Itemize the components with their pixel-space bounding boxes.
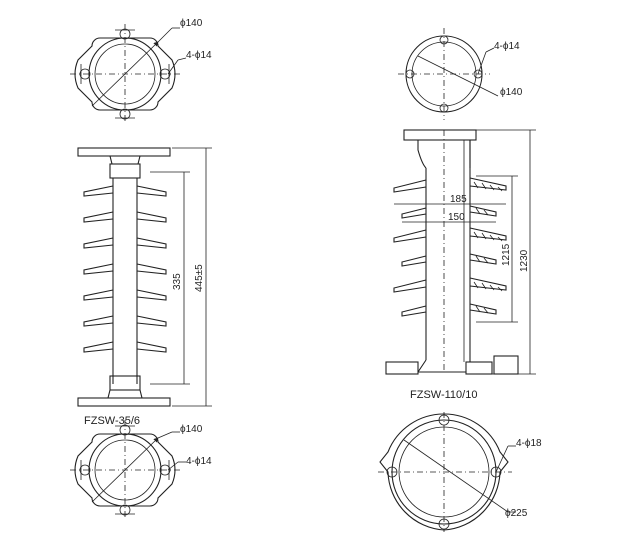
left-bottom-flange-view: ϕ140 4-ϕ14 [70, 420, 212, 520]
right-bottom-flange-view: ϕ225 4-ϕ18 [378, 412, 542, 532]
left-sheds [83, 185, 167, 353]
left-dim-inner-label: 335 [172, 273, 183, 290]
right-top-holes-label: 4-ϕ14 [494, 41, 520, 52]
right-insulator-elevation: 185 150 1215 1230 FZSW-110/10 [385, 129, 536, 401]
left-model-label: FZSW-35/6 [84, 415, 140, 427]
left-bottom-holes-label: 4-ϕ14 [186, 456, 212, 467]
right-top-diameter-label: ϕ140 [500, 87, 523, 98]
left-bottom-diameter-label: ϕ140 [180, 424, 203, 435]
right-bottom-holes-label: 4-ϕ18 [516, 438, 542, 449]
right-bottom-diameter-label: ϕ225 [505, 508, 528, 519]
right-model-label: FZSW-110/10 [410, 389, 477, 401]
right-dim-shed-small-label: 150 [448, 212, 465, 223]
left-top-holes-label: 4-ϕ14 [186, 50, 212, 61]
left-top-flange-view: ϕ140 4-ϕ14 [70, 18, 212, 124]
left-top-diameter-label: ϕ140 [180, 18, 203, 29]
right-dim-inner-label: 1215 [501, 243, 512, 266]
right-sheds [393, 177, 507, 317]
left-insulator-elevation: 335 445±5 FZSW-35/6 [77, 147, 212, 427]
right-dim-outer-label: 1230 [519, 249, 530, 272]
left-dim-outer-label: 445±5 [194, 264, 205, 292]
right-dim-shed-large-label: 185 [450, 194, 467, 205]
right-top-flange-view: ϕ140 4-ϕ14 [398, 28, 523, 120]
